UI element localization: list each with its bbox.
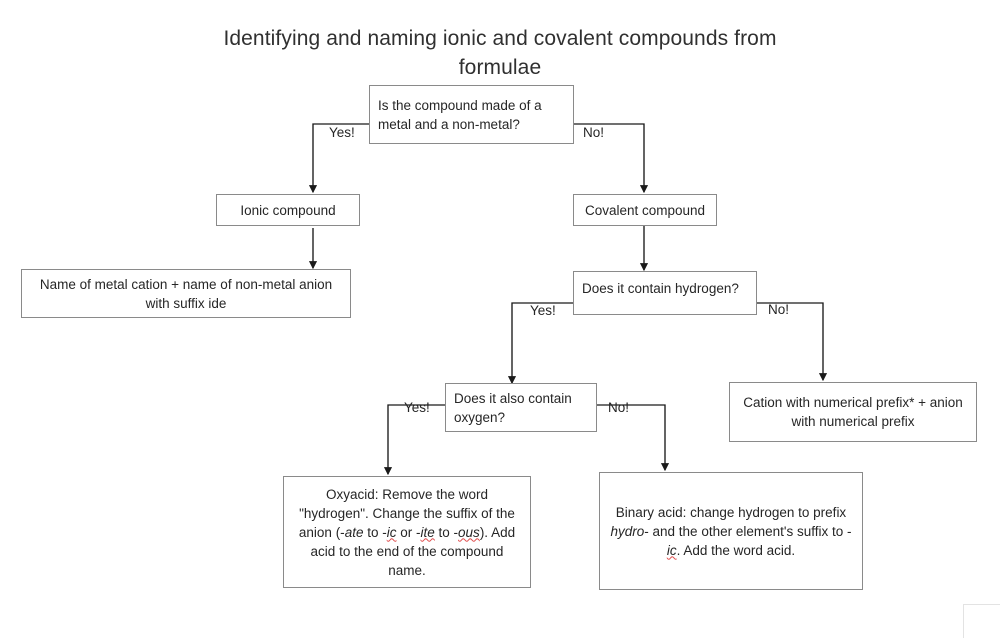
node-oxyacid-rule[interactable]: Oxyacid: Remove the word "hydrogen". Cha… (283, 476, 531, 588)
node-covalent-compound[interactable]: Covalent compound (573, 194, 717, 226)
edge-label-metal-yes: Yes! (329, 125, 355, 140)
node-question-hydrogen[interactable]: Does it contain hydrogen? (573, 271, 757, 315)
page-title: Identifying and naming ionic and covalen… (223, 27, 777, 79)
edge-label-oxygen-yes: Yes! (404, 400, 430, 415)
node-question-hydrogen-label: Does it contain hydrogen? (582, 281, 739, 296)
node-question-metal-nonmetal-label: Is the compound made of a metal and a no… (378, 97, 542, 132)
node-oxyacid-rule-label: Oxyacid: Remove the word "hydrogen". Cha… (298, 486, 516, 578)
node-question-metal-nonmetal[interactable]: Is the compound made of a metal and a no… (369, 85, 574, 144)
node-numerical-prefix-naming-label: Cation with numerical prefix* + anion wi… (743, 395, 963, 429)
edge-label-hydrogen-no: No! (768, 302, 790, 317)
node-ionic-naming-rule[interactable]: Name of metal cation + name of non-metal… (21, 269, 351, 318)
edge-hydrogen-no (757, 302, 828, 382)
node-numerical-prefix-naming[interactable]: Cation with numerical prefix* + anion wi… (729, 382, 977, 442)
node-question-oxygen-label: Does it also contain oxygen? (454, 390, 572, 425)
node-ionic-naming-rule-label: Name of metal cation + name of non-metal… (39, 276, 333, 311)
node-ionic-compound[interactable]: Ionic compound (216, 194, 360, 226)
node-ionic-compound-label: Ionic compound (240, 202, 336, 218)
node-binary-acid-rule-label: Binary acid: change hydrogen to prefix h… (610, 504, 852, 558)
node-question-oxygen[interactable]: Does it also contain oxygen? (445, 383, 597, 432)
edge-label-hydrogen-yes: Yes! (530, 303, 556, 318)
partial-offscreen-box (963, 604, 1000, 638)
edge-label-oxygen-no: No! (608, 400, 630, 415)
node-covalent-compound-label: Covalent compound (584, 202, 706, 218)
edge-label-metal-no: No! (583, 125, 605, 140)
node-binary-acid-rule[interactable]: Binary acid: change hydrogen to prefix h… (599, 472, 863, 590)
